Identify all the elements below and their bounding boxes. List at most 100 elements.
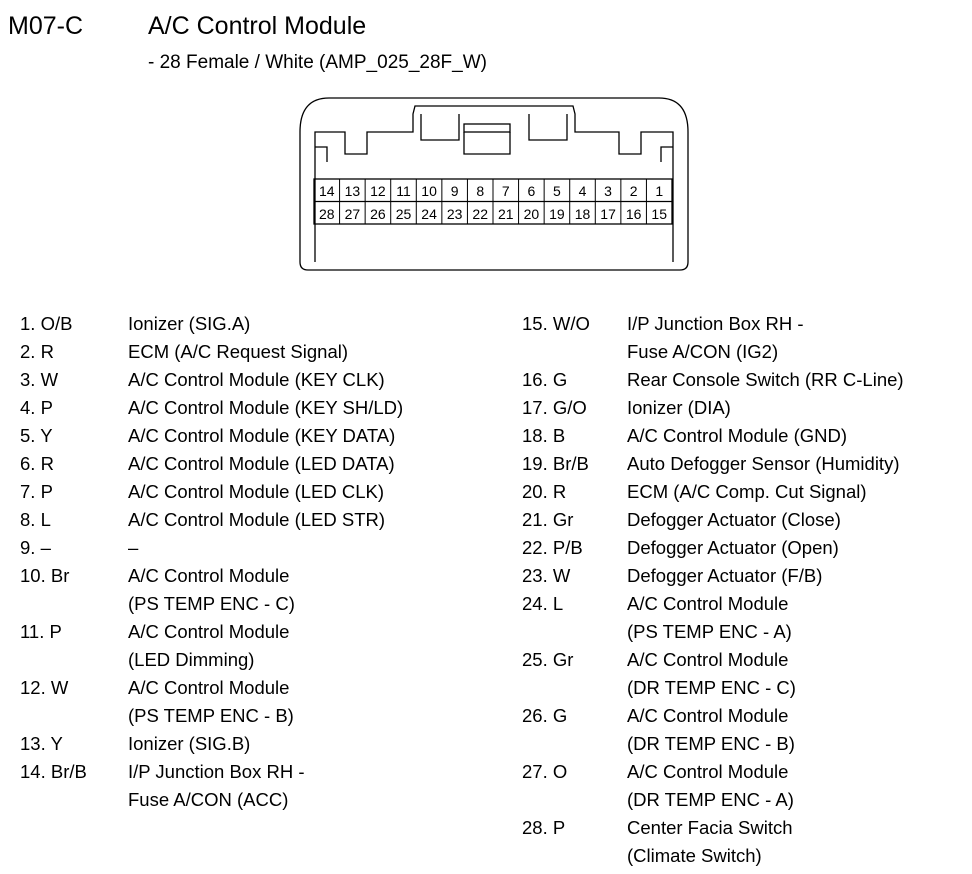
pin-description-line: (DR TEMP ENC - A) [627, 789, 794, 810]
pin-description: A/C Control Module (GND) [627, 422, 847, 450]
pin-id: 8. L [20, 509, 51, 530]
pin-description: I/P Junction Box RH - Fuse A/CON (ACC) [128, 758, 305, 814]
pin-description-line: A/C Control Module [627, 761, 789, 782]
pin-description: ECM (A/C Comp. Cut Signal) [627, 478, 867, 506]
pin-description-line: Ionizer (SIG.B) [128, 733, 251, 754]
connector-outline [299, 97, 689, 271]
pin-id: 15. W/O [522, 313, 590, 334]
pin-id: 18. B [522, 425, 566, 446]
pin-description: Defogger Actuator (F/B) [627, 562, 822, 590]
pin-description-line: Fuse A/CON (IG2) [627, 341, 779, 362]
connector-pin-number: 27 [345, 206, 361, 222]
pin-description-line: (PS TEMP ENC - B) [128, 705, 294, 726]
connector-pin-number: 12 [370, 183, 386, 199]
pin-description: A/C Control Module (DR TEMP ENC - C) [627, 646, 796, 702]
pin-description: A/C Control Module (DR TEMP ENC - A) [627, 758, 794, 814]
connector-pin-number: 5 [553, 183, 561, 199]
pin-description-line: (DR TEMP ENC - B) [627, 733, 795, 754]
connector-pin-number: 9 [451, 183, 459, 199]
pin-row: 13. Y Ionizer (SIG.B) [20, 730, 403, 758]
pin-description-line: I/P Junction Box RH - [128, 761, 305, 782]
pin-row: 14. Br/B I/P Junction Box RH - Fuse A/CON … [20, 758, 403, 814]
connector-pin-number: 14 [319, 183, 335, 199]
pin-description: I/P Junction Box RH - Fuse A/CON (IG2) [627, 310, 804, 366]
connector-housing [314, 105, 674, 262]
pin-description-line: A/C Control Module [128, 621, 290, 642]
pin-description-line: Defogger Actuator (Open) [627, 537, 839, 558]
pin-description-line: Fuse A/CON (ACC) [128, 789, 289, 810]
pin-id: 17. G/O [522, 397, 587, 418]
connector-pin-number: 7 [502, 183, 510, 199]
pin-description-line: A/C Control Module (KEY CLK) [128, 369, 385, 390]
pin-description-line: I/P Junction Box RH - [627, 313, 804, 334]
pin-id: 13. Y [20, 733, 63, 754]
pin-id: 3. W [20, 369, 59, 390]
pin-id: 2. R [20, 341, 54, 362]
connector-pin-number: 10 [421, 183, 437, 199]
pin-row: 4. P A/C Control Module (KEY SH/LD) [20, 394, 403, 422]
connector-pin-number: 1 [655, 183, 663, 199]
connector-code: M07-C [8, 12, 84, 40]
pin-description-line: Auto Defogger Sensor (Humidity) [627, 453, 900, 474]
pin-description: A/C Control Module (KEY CLK) [128, 366, 385, 394]
pin-row: 18. B A/C Control Module (GND) [522, 422, 904, 450]
connector-pin-number: 8 [476, 183, 484, 199]
connector-pin-number: 25 [396, 206, 412, 222]
pin-description-line: A/C Control Module [627, 593, 789, 614]
pin-description: Ionizer (SIG.B) [128, 730, 250, 758]
pin-id: 1. O/B [20, 313, 73, 334]
connector-subtitle: - 28 Female / White (AMP_025_28F_W) [148, 52, 487, 73]
pin-description-line: A/C Control Module [627, 649, 789, 670]
pin-id: 4. P [20, 397, 53, 418]
pin-description-line: ECM (A/C Comp. Cut Signal) [627, 481, 867, 502]
pin-description-line: A/C Control Module (LED STR) [128, 509, 386, 530]
connector-pin-number: 28 [319, 206, 335, 222]
pin-description: A/C Control Module(PS TEMP ENC - A) [627, 590, 792, 646]
pin-id: 28. P [522, 817, 566, 838]
pin-description: – [128, 534, 138, 562]
connector-pin-number: 19 [549, 206, 565, 222]
connector-pin-number: 15 [651, 206, 667, 222]
pin-description-line: Center Facia Switch [627, 817, 793, 838]
pin-id: 14. Br/B [20, 761, 87, 782]
pin-row: 2. R ECM (A/C Request Signal) [20, 338, 403, 366]
connector-pin-number: 26 [370, 206, 386, 222]
pin-row: 9. – – [20, 534, 403, 562]
pin-description: A/C Control Module (LED Dimming) [128, 618, 289, 674]
connector-pin-number: 22 [472, 206, 488, 222]
pin-id: 27. O [522, 761, 568, 782]
pin-description: ECM (A/C Request Signal) [128, 338, 348, 366]
connector-pin-number: 24 [421, 206, 437, 222]
pin-description-line: Defogger Actuator (Close) [627, 509, 841, 530]
pin-description-line: A/C Control Module (LED CLK) [128, 481, 385, 502]
pin-description-line: (DR TEMP ENC - C) [627, 677, 796, 698]
pin-description-line: A/C Control Module (KEY DATA) [128, 425, 396, 446]
latch-slot [463, 123, 511, 133]
pin-list-right: 15. W/O I/P Junction Box RH - Fuse A/CON (… [522, 310, 904, 870]
connector-pin-number: 13 [345, 183, 361, 199]
pin-id: 9. – [20, 537, 51, 558]
pin-description-line: (PS TEMP ENC - C) [128, 593, 295, 614]
pin-description: A/C Control Module (PS TEMP ENC - B) [128, 674, 294, 730]
pin-description-line: A/C Control Module [128, 565, 290, 586]
pin-id: 24. L [522, 593, 564, 614]
connector-latch [420, 114, 460, 141]
pin-description-line: (LED Dimming) [128, 649, 255, 670]
pin-description: A/C Control Module (DR TEMP ENC - B) [627, 702, 795, 758]
pin-description-line: A/C Control Module [627, 705, 789, 726]
connector-pin-number: 17 [600, 206, 616, 222]
pin-id: 6. R [20, 453, 54, 474]
connector-pin-number: 11 [396, 183, 411, 199]
pin-description: A/C Control Module (KEY SH/LD) [128, 394, 403, 422]
pin-description-line: A/C Control Module [128, 677, 290, 698]
